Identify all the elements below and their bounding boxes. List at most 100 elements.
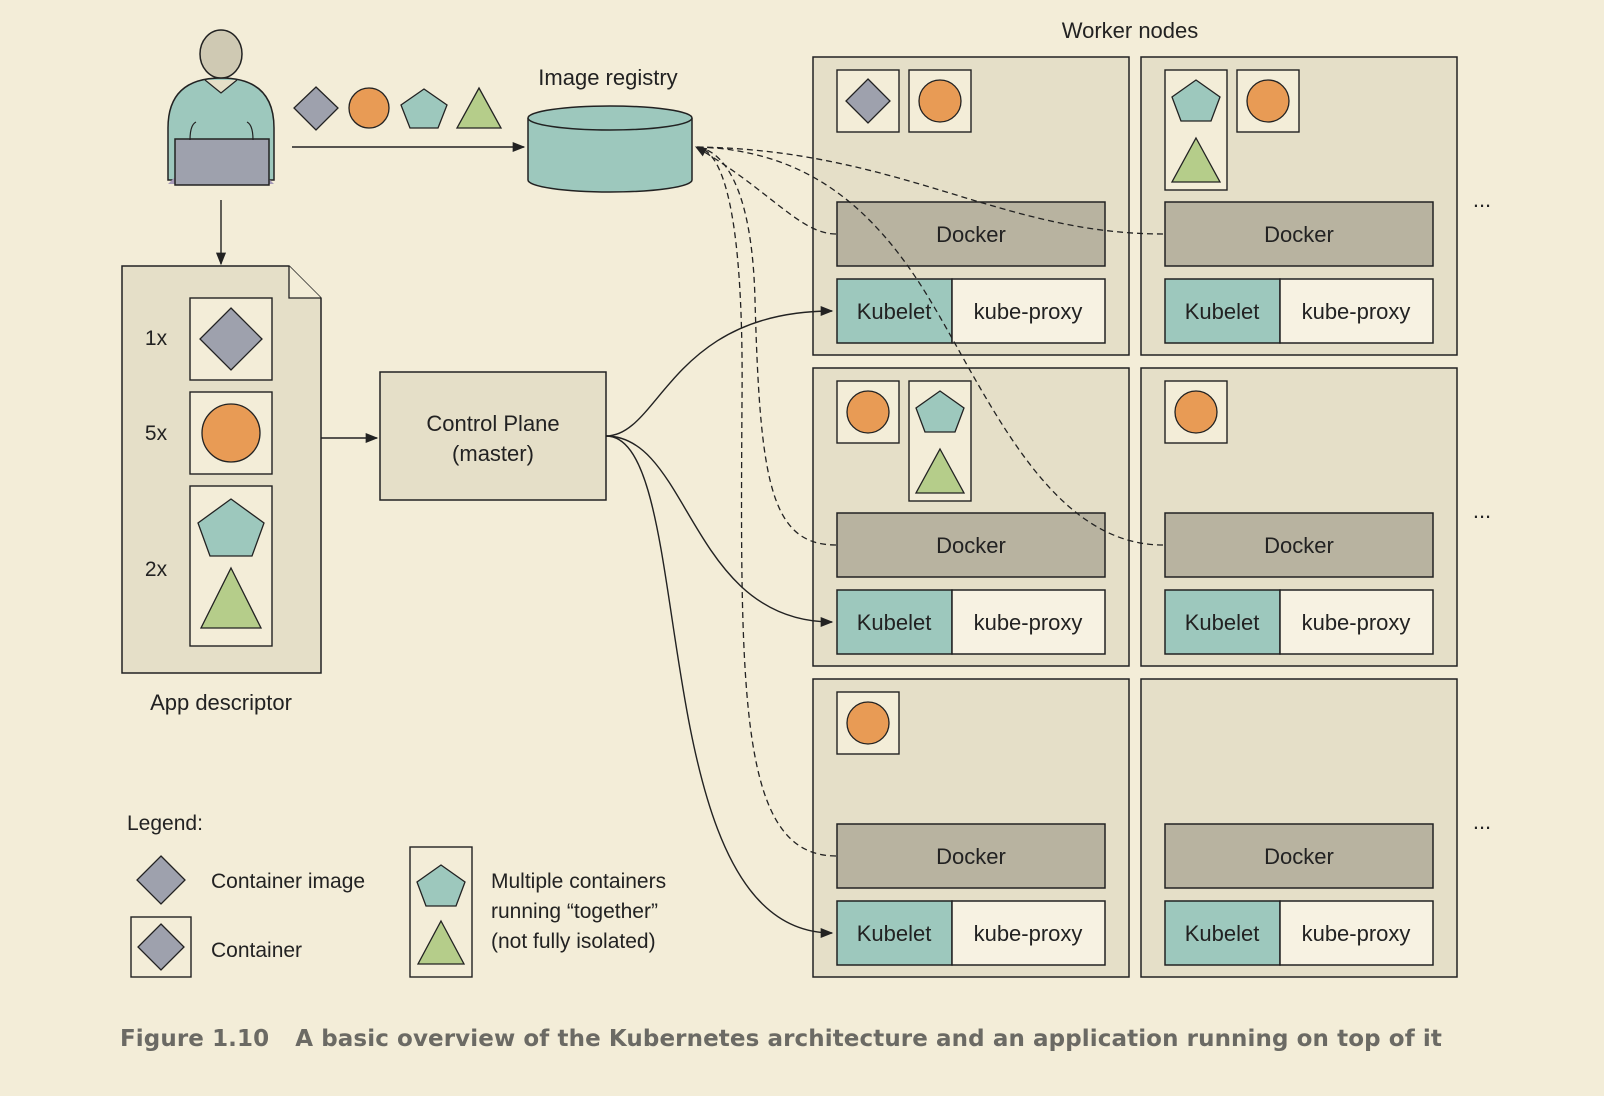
- triangle-container-icon: [199, 566, 263, 629]
- legend-multi-label-2: running “together”: [491, 900, 658, 923]
- more-nodes-ellipsis: ...: [1473, 498, 1491, 523]
- kubelet-label: Kubelet: [1185, 299, 1260, 324]
- docker-box: [836, 512, 1106, 578]
- more-nodes-ellipsis: ...: [1473, 809, 1491, 834]
- docker-box: [1164, 512, 1434, 578]
- docker-label: Docker: [936, 533, 1006, 558]
- kubelet-box: [836, 278, 953, 344]
- kube-proxy-label: kube-proxy: [974, 921, 1083, 946]
- descriptor-count-2: 5x: [145, 422, 168, 445]
- legend-container-icon: [137, 923, 185, 971]
- pod: [836, 380, 900, 444]
- legend-multi-label-1: Multiple containers: [491, 870, 666, 893]
- diamond-container-icon: [845, 78, 891, 124]
- kube-proxy-label: kube-proxy: [974, 299, 1083, 324]
- kube-proxy-box: [1279, 900, 1434, 966]
- kubelet-box: [1164, 278, 1281, 344]
- circle-image-icon: [348, 87, 390, 129]
- triangle-image-icon: [455, 86, 503, 129]
- descriptor-count-1: 1x: [145, 327, 168, 350]
- kube-proxy-label: kube-proxy: [1302, 610, 1411, 635]
- pentagon-container-icon: [915, 390, 965, 433]
- legend-triangle-icon: [416, 919, 466, 965]
- developer-icon: [167, 29, 275, 186]
- app-descriptor-label: App descriptor: [150, 690, 292, 715]
- kube-proxy-label: kube-proxy: [974, 610, 1083, 635]
- container-images-row: [293, 86, 503, 131]
- kubelet-label: Kubelet: [857, 610, 932, 635]
- control-plane-label: Control Plane: [426, 411, 559, 436]
- pod: [1236, 69, 1300, 133]
- diamond-container-icon: [199, 307, 263, 371]
- pod: [836, 691, 900, 755]
- kube-proxy-label: kube-proxy: [1302, 299, 1411, 324]
- kubelet-label: Kubelet: [857, 921, 932, 946]
- diamond-image-icon: [293, 86, 339, 131]
- docker-label: Docker: [1264, 533, 1334, 558]
- pentagon-image-icon: [400, 88, 448, 129]
- legend-container-image-label: Container image: [211, 870, 365, 893]
- docker-box: [1164, 823, 1434, 889]
- pod: [908, 69, 972, 133]
- kube-proxy-box: [1279, 278, 1434, 344]
- circle-container-icon: [201, 403, 261, 463]
- kubelet-label: Kubelet: [1185, 921, 1260, 946]
- figure-caption-text: A basic overview of the Kubernetes archi…: [295, 1026, 1442, 1052]
- circle-container-icon: [918, 79, 962, 123]
- legend-pentagon-icon: [416, 864, 466, 907]
- triangle-container-icon: [914, 447, 966, 494]
- circle-container-icon: [846, 390, 890, 434]
- circle-container-icon: [846, 701, 890, 745]
- circle-container-icon: [1246, 79, 1290, 123]
- docker-label: Docker: [936, 844, 1006, 869]
- pod: [1164, 69, 1228, 191]
- control-plane-to-kubelet-lines: [605, 305, 834, 939]
- circle-container-icon: [1174, 390, 1218, 434]
- pentagon-container-icon: [197, 498, 265, 557]
- docker-label: Docker: [1264, 844, 1334, 869]
- kube-proxy-box: [1279, 589, 1434, 655]
- image-registry-label: Image registry: [538, 65, 677, 90]
- kube-proxy-box: [951, 589, 1106, 655]
- legend-diamond-icon: [136, 855, 186, 905]
- kubelet-box: [836, 900, 953, 966]
- pod: [908, 380, 972, 502]
- image-registry-icon: [527, 105, 693, 193]
- pentagon-container-icon: [1171, 79, 1221, 122]
- pod: [1164, 380, 1228, 444]
- figure-number: Figure 1.10: [120, 1026, 270, 1052]
- pod: [836, 69, 900, 133]
- kube-proxy-box: [951, 278, 1106, 344]
- kubelet-box: [836, 589, 953, 655]
- legend-container-label: Container: [211, 939, 302, 962]
- kubelet-box: [1164, 589, 1281, 655]
- app-descriptor-document: 1x 5x 2x: [121, 265, 322, 674]
- docker-label: Docker: [1264, 222, 1334, 247]
- image-pull-lines: [694, 146, 1164, 857]
- triangle-container-icon: [1170, 136, 1222, 183]
- control-plane-sublabel: (master): [452, 441, 534, 466]
- kubelet-box: [1164, 900, 1281, 966]
- kube-proxy-label: kube-proxy: [1302, 921, 1411, 946]
- legend-title: Legend:: [127, 812, 203, 835]
- legend: Legend: Container image Container Multip…: [127, 812, 666, 978]
- docker-label: Docker: [936, 222, 1006, 247]
- worker-nodes-label: Worker nodes: [1062, 18, 1199, 43]
- docker-box: [836, 823, 1106, 889]
- more-nodes-ellipsis: ...: [1473, 187, 1491, 212]
- kube-proxy-box: [951, 900, 1106, 966]
- docker-box: [1164, 201, 1434, 267]
- kubelet-label: Kubelet: [857, 299, 932, 324]
- descriptor-count-3: 2x: [145, 558, 168, 581]
- legend-multi-label-3: (not fully isolated): [491, 930, 656, 953]
- control-plane-box: Control Plane (master): [379, 371, 607, 501]
- kubelet-label: Kubelet: [1185, 610, 1260, 635]
